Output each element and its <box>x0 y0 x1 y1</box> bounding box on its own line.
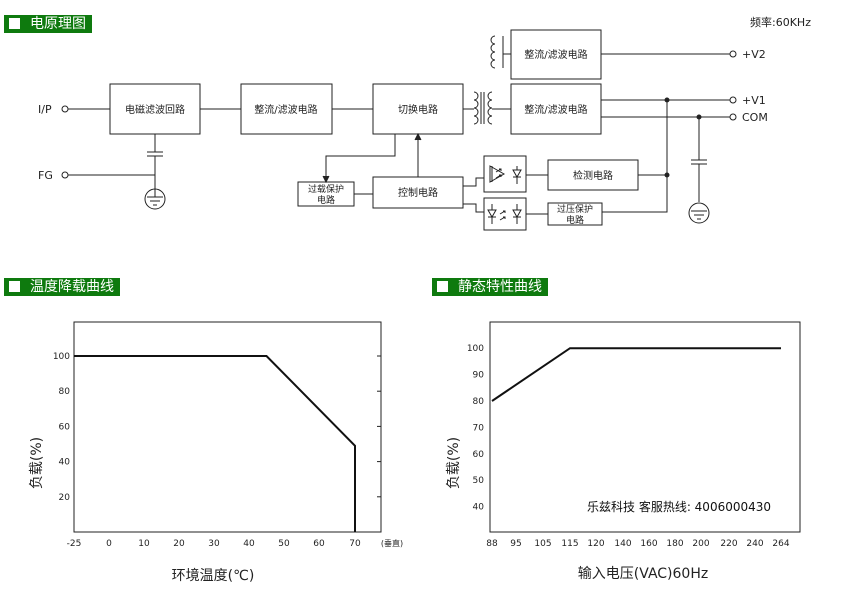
optocoupler-icon <box>483 197 527 231</box>
section-title: 电原理图 <box>30 16 86 32</box>
terminal-fg <box>61 171 69 179</box>
section-header-static: 静态特性曲线 <box>432 278 548 296</box>
square-bullet-icon <box>9 281 20 292</box>
block-overload-protection: 过载保护 电路 <box>297 181 355 207</box>
svg-text:整流/滤波电路: 整流/滤波电路 <box>524 48 587 61</box>
y-tick-label: 50 <box>473 476 485 486</box>
y-tick-label: 80 <box>473 397 485 407</box>
x-tick-label: 115 <box>561 539 578 549</box>
x-axis-label: 环境温度(℃) <box>172 568 255 584</box>
x-tick-label: 70 <box>349 539 361 549</box>
svg-text:电路: 电路 <box>566 214 584 226</box>
square-bullet-icon <box>437 281 448 292</box>
x-tick-label: 0 <box>106 539 112 549</box>
x-tick-label: 220 <box>720 539 737 549</box>
x-tick-label: 88 <box>486 539 498 549</box>
svg-text:过压保护: 过压保护 <box>557 203 593 215</box>
y-tick-label: 40 <box>59 458 71 468</box>
svg-text:整流/滤波电路: 整流/滤波电路 <box>524 103 587 116</box>
block-diagram: 频率:60KHz I/P FG 电磁滤波回路 整流/滤波电路 切换电路 整流/滤… <box>38 15 811 231</box>
x-tick-label: 60 <box>313 539 325 549</box>
x-unit-note: (垂直) <box>381 538 403 548</box>
terminal-v1 <box>729 96 737 104</box>
terminal-com <box>729 113 737 121</box>
x-tick-label: 50 <box>278 539 290 549</box>
block-switch: 切换电路 <box>372 83 464 135</box>
x-tick-label: 160 <box>640 539 657 549</box>
terminal-v2-label: +V2 <box>742 48 766 61</box>
x-tick-label: 264 <box>772 539 789 549</box>
static-line <box>491 347 781 402</box>
transformer-icon <box>473 91 493 125</box>
y-tick-label: 40 <box>473 503 485 513</box>
terminal-v1-label: +V1 <box>742 94 766 107</box>
x-tick-label: -25 <box>67 539 82 549</box>
svg-text:检测电路: 检测电路 <box>573 169 613 182</box>
terminal-fg-label: FG <box>38 169 53 182</box>
section-title: 静态特性曲线 <box>458 279 542 295</box>
terminal-ip <box>61 105 69 113</box>
y-tick-label: 60 <box>59 422 71 432</box>
y-axis-label: 负载(%) <box>29 437 45 489</box>
section-header-derating: 温度降载曲线 <box>4 278 120 296</box>
y-tick-label: 60 <box>473 450 485 460</box>
ground-icon <box>144 188 166 210</box>
svg-text:过载保护: 过载保护 <box>308 183 344 195</box>
transformer-icon <box>490 35 504 69</box>
x-tick-label: 240 <box>746 539 763 549</box>
ground-icon <box>688 202 710 224</box>
block-overvoltage-protection: 过压保护 电路 <box>547 202 603 226</box>
svg-text:电磁滤波回路: 电磁滤波回路 <box>125 103 185 116</box>
hotline-annotation: 乐兹科技 客服热线: 4006000430 <box>587 499 771 514</box>
block-rectifier-v2: 整流/滤波电路 <box>510 29 602 80</box>
optocoupler-icon <box>483 155 527 193</box>
plot-frame <box>73 321 382 533</box>
x-axis-label: 输入电压(VAC)60Hz <box>578 566 708 582</box>
block-rectifier-1: 整流/滤波电路 <box>240 83 333 135</box>
svg-text:电路: 电路 <box>317 194 335 206</box>
y-axis-label: 负载(%) <box>446 437 462 489</box>
x-tick-label: 200 <box>692 539 709 549</box>
terminal-com-label: COM <box>742 111 768 124</box>
block-control: 控制电路 <box>372 176 464 209</box>
y-tick-label: 80 <box>59 387 71 397</box>
derating-line <box>74 355 356 532</box>
plot-frame <box>489 321 801 533</box>
x-tick-label: 40 <box>243 539 255 549</box>
x-tick-label: 140 <box>614 539 631 549</box>
block-detect: 检测电路 <box>547 159 639 191</box>
block-emi-filter: 电磁滤波回路 <box>109 83 201 135</box>
x-tick-label: 95 <box>510 539 521 549</box>
svg-text:切换电路: 切换电路 <box>398 103 438 116</box>
svg-text:控制电路: 控制电路 <box>398 186 438 199</box>
square-bullet-icon <box>9 18 20 29</box>
x-tick-label: 20 <box>173 539 185 549</box>
frequency-note: 频率:60KHz <box>750 15 811 29</box>
svg-text:整流/滤波电路: 整流/滤波电路 <box>254 103 317 116</box>
y-tick-label: 70 <box>473 423 485 433</box>
y-tick-label: 90 <box>473 371 485 381</box>
y-tick-label: 100 <box>467 344 484 354</box>
y-tick-label: 20 <box>59 493 71 503</box>
terminal-v2 <box>729 50 737 58</box>
block-rectifier-v1: 整流/滤波电路 <box>510 83 602 135</box>
x-tick-label: 120 <box>587 539 604 549</box>
x-tick-label: 105 <box>534 539 551 549</box>
x-tick-label: 10 <box>138 539 150 549</box>
x-tick-label: 30 <box>208 539 220 549</box>
section-header-schematic: 电原理图 <box>4 15 92 33</box>
y-tick-label: 100 <box>53 352 70 362</box>
section-title: 温度降载曲线 <box>30 279 114 295</box>
x-tick-label: 180 <box>666 539 683 549</box>
terminal-ip-label: I/P <box>38 103 52 116</box>
